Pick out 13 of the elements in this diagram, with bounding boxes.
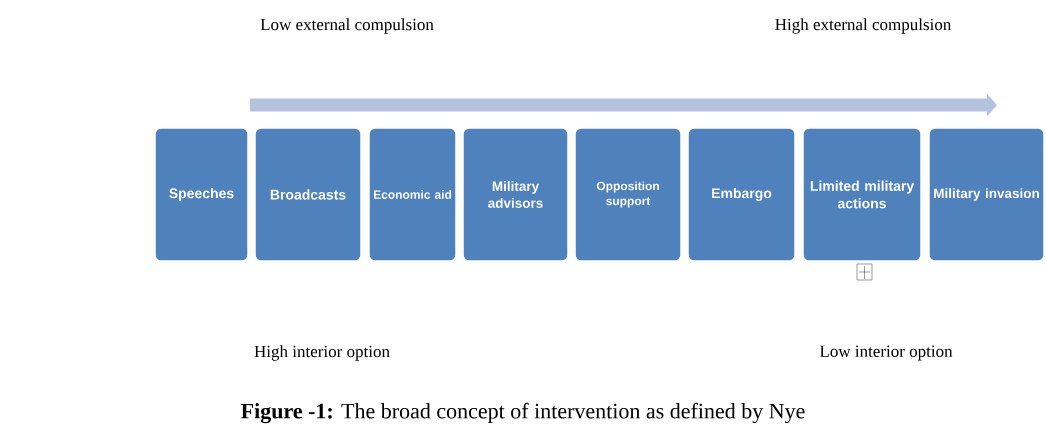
process-box: Economic aid [368, 127, 457, 262]
axis-label: High interior option [254, 345, 390, 361]
process-box: Broadcasts [254, 127, 362, 262]
process-box: Limited military actions [802, 127, 922, 262]
process-box: Embargo [687, 127, 796, 262]
process-box: Opposition support [574, 127, 682, 262]
process-box: Speeches [154, 127, 249, 262]
axis-label: High external compulsion [775, 18, 952, 34]
axis-label: Low external compulsion [260, 18, 434, 34]
process-box: Military advisors [462, 127, 569, 262]
axis-label: Low interior option [819, 345, 953, 361]
caption: Figure -1: The broad concept of intervention as defined by Nye [241, 402, 805, 424]
process-box: Military invasion [928, 127, 1045, 262]
